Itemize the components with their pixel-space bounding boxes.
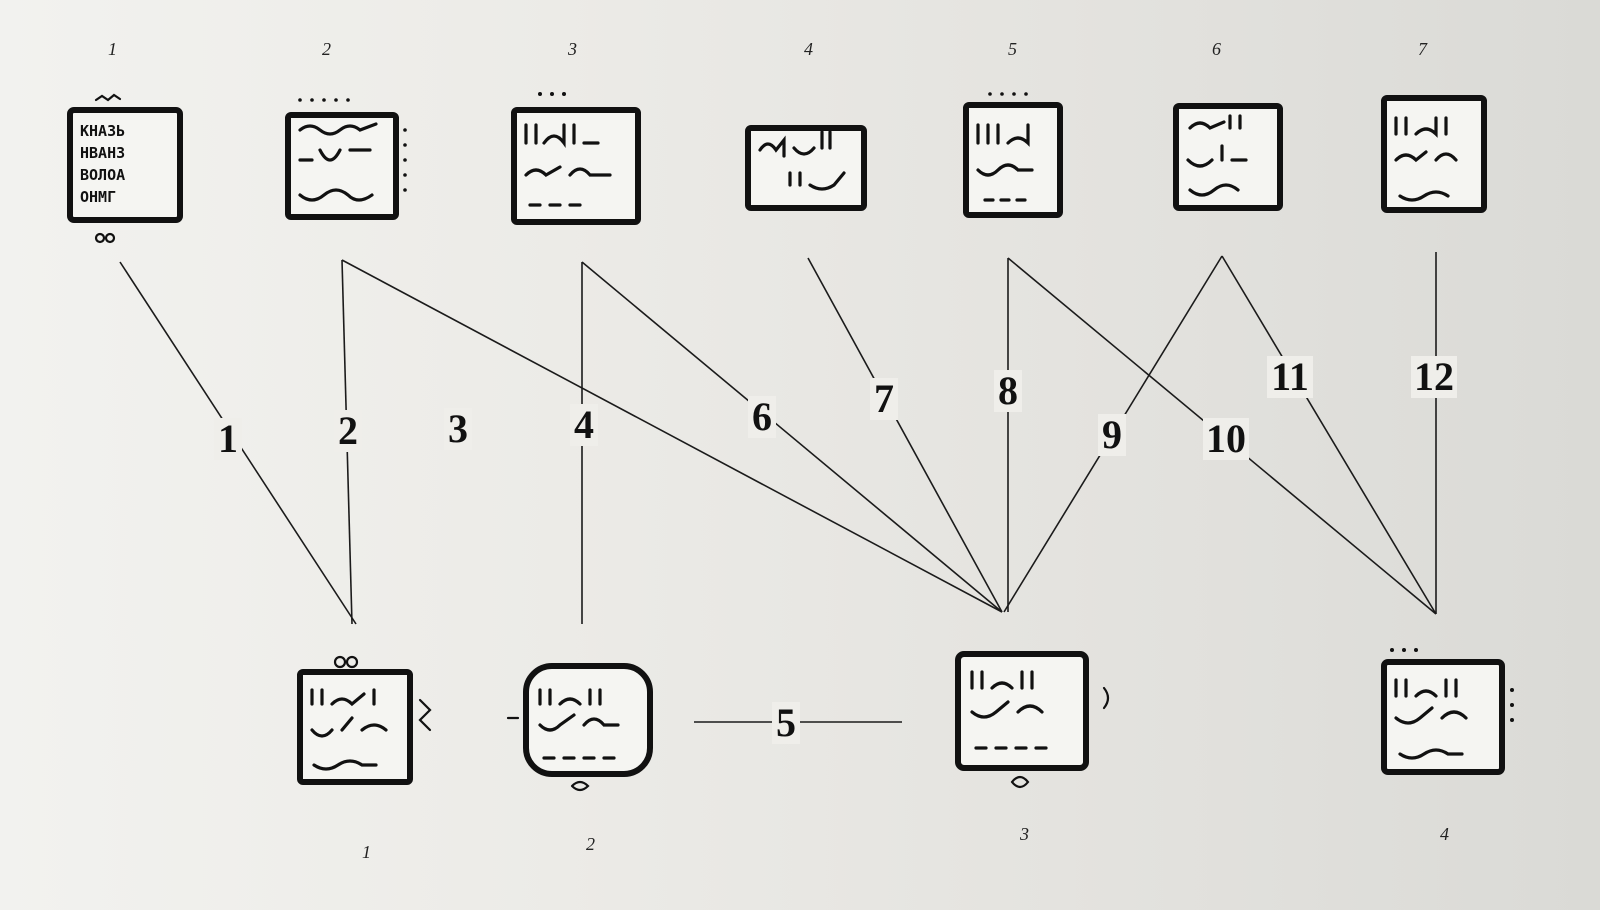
pair-number-3: 3 [448, 406, 468, 451]
top-seal-label-1: 1 [108, 39, 117, 59]
top-seal-3: 3 [511, 39, 641, 225]
pair-number-backing-12 [1411, 356, 1457, 398]
top-seal-label-6: 6 [1212, 39, 1221, 59]
pair-number-backing-7 [870, 378, 898, 420]
top-seal-1-line-1: КНАЗЬ [80, 122, 125, 140]
pair-number-backing-5 [772, 702, 800, 744]
top-seal-6: 6 [1173, 39, 1283, 211]
top-seal-1: 1 КНАЗЬ НВАНЗ ВОЛОА ОНМГ [67, 39, 183, 244]
connector-line-6 [581, 261, 1003, 613]
pair-number-10: 10 [1206, 416, 1246, 461]
bottom-seal-1 [297, 655, 432, 785]
pair-number-backing-6 [748, 396, 776, 438]
pair-number-12: 12 [1414, 354, 1454, 399]
bottom-seal-4 [1381, 648, 1514, 775]
pair-number-2: 2 [338, 408, 358, 453]
top-seal-7: 7 [1381, 39, 1487, 213]
bottom-seal-label-1: 1 [362, 842, 371, 862]
connector-line-7 [807, 257, 1003, 613]
pair-number-7: 7 [874, 376, 894, 421]
pair-number-6: 6 [752, 394, 772, 439]
top-seal-label-4: 4 [804, 39, 813, 59]
pair-number-backing-2 [334, 410, 362, 452]
pair-number-1: 1 [218, 416, 238, 461]
pair-number-backing-9 [1098, 414, 1126, 456]
pair-number-5: 5 [776, 700, 796, 745]
pair-number-8: 8 [998, 368, 1018, 413]
pair-number-11: 11 [1271, 354, 1309, 399]
pair-number-4: 4 [574, 402, 594, 447]
top-seal-5: 5 [963, 39, 1063, 218]
connector-line-3 [341, 259, 1003, 613]
bottom-seal-label-4: 4 [1440, 824, 1449, 844]
pair-number-backing-3 [444, 408, 472, 450]
top-seal-1-line-4: ОНМГ [80, 188, 116, 206]
pair-number-backing-8 [994, 370, 1022, 412]
pair-number-backing-1 [214, 418, 242, 460]
top-seal-label-2: 2 [322, 39, 331, 59]
top-seal-label-7: 7 [1418, 39, 1428, 59]
pair-number-backing-11 [1267, 356, 1313, 398]
top-seal-1-line-2: НВАНЗ [80, 144, 125, 162]
bottom-seal-label-2: 2 [586, 834, 595, 854]
connector-line-11 [1221, 255, 1437, 615]
top-seal-label-3: 3 [567, 39, 577, 59]
top-seal-1-line-3: ВОЛОА [80, 166, 125, 184]
connector-lines [119, 252, 1437, 723]
top-seal-2: 2 [285, 39, 407, 220]
pair-number-backing-10 [1203, 418, 1249, 460]
pair-number-9: 9 [1102, 412, 1122, 457]
top-seal-4: 4 [745, 39, 867, 211]
pair-number-backing-4 [570, 404, 598, 446]
top-seal-label-5: 5 [1008, 39, 1017, 59]
bottom-seal-3 [955, 651, 1110, 789]
bottom-seal-2 [506, 663, 653, 792]
bottom-seal-label-3: 3 [1019, 824, 1029, 844]
